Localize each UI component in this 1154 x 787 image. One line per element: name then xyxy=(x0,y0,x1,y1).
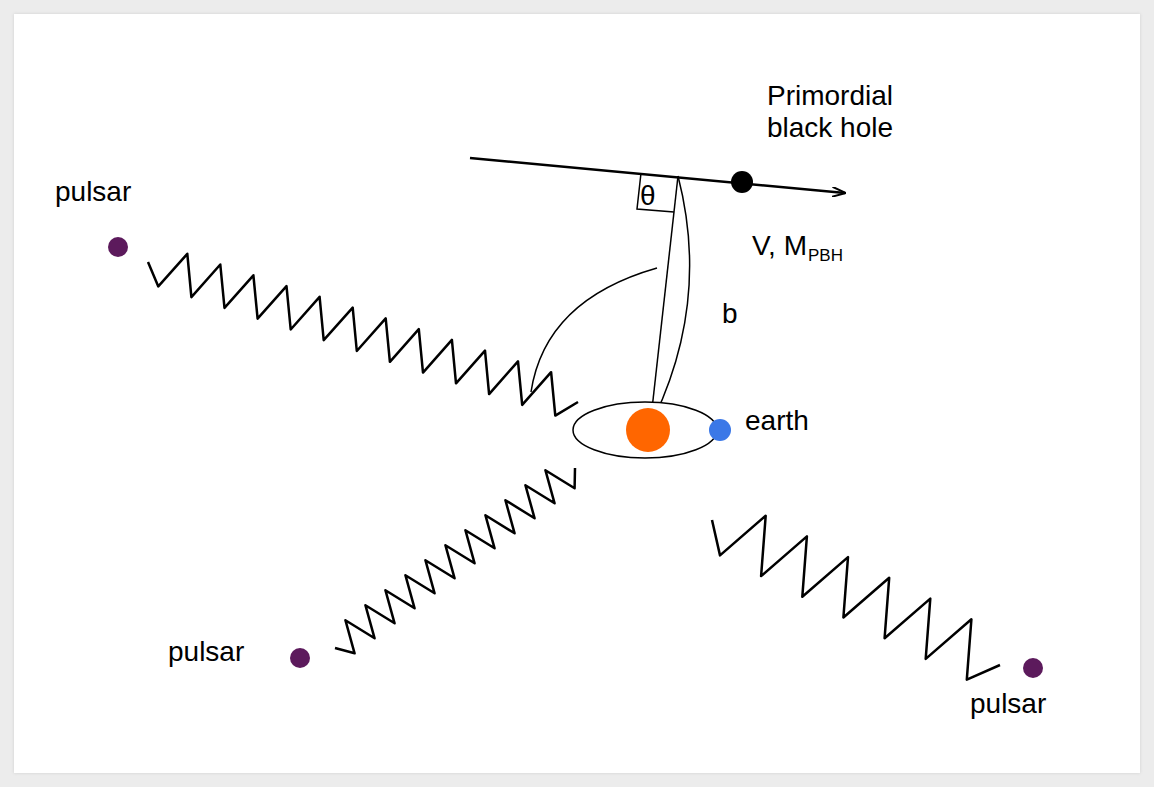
signal-wave xyxy=(148,254,578,416)
earth-dot xyxy=(709,419,731,441)
pulsar-dot xyxy=(290,648,310,668)
trajectory-line xyxy=(470,158,845,193)
right-angle-mark xyxy=(637,173,674,212)
pulsar-label: pulsar xyxy=(168,636,244,668)
impact-bracket xyxy=(654,176,690,418)
impact-line xyxy=(651,176,678,418)
signal-waves xyxy=(148,254,1000,680)
pulsar-label: pulsar xyxy=(55,176,131,208)
pulsar-dot xyxy=(1023,658,1043,678)
black-hole-dot xyxy=(731,171,753,193)
signal-wave xyxy=(335,468,575,653)
pulsar-dot xyxy=(108,237,128,257)
pulsar-label: pulsar xyxy=(970,688,1046,720)
sun xyxy=(626,408,670,452)
orbit xyxy=(573,402,717,458)
distance-label: b xyxy=(722,298,738,330)
planet-label: earth xyxy=(745,405,809,437)
subscript-label: PBH xyxy=(808,246,843,266)
angle-label: θ xyxy=(640,180,656,212)
object-label: Primordial black hole xyxy=(750,80,910,144)
parameter-label: V, M xyxy=(752,230,807,262)
signal-wave xyxy=(712,516,1000,680)
